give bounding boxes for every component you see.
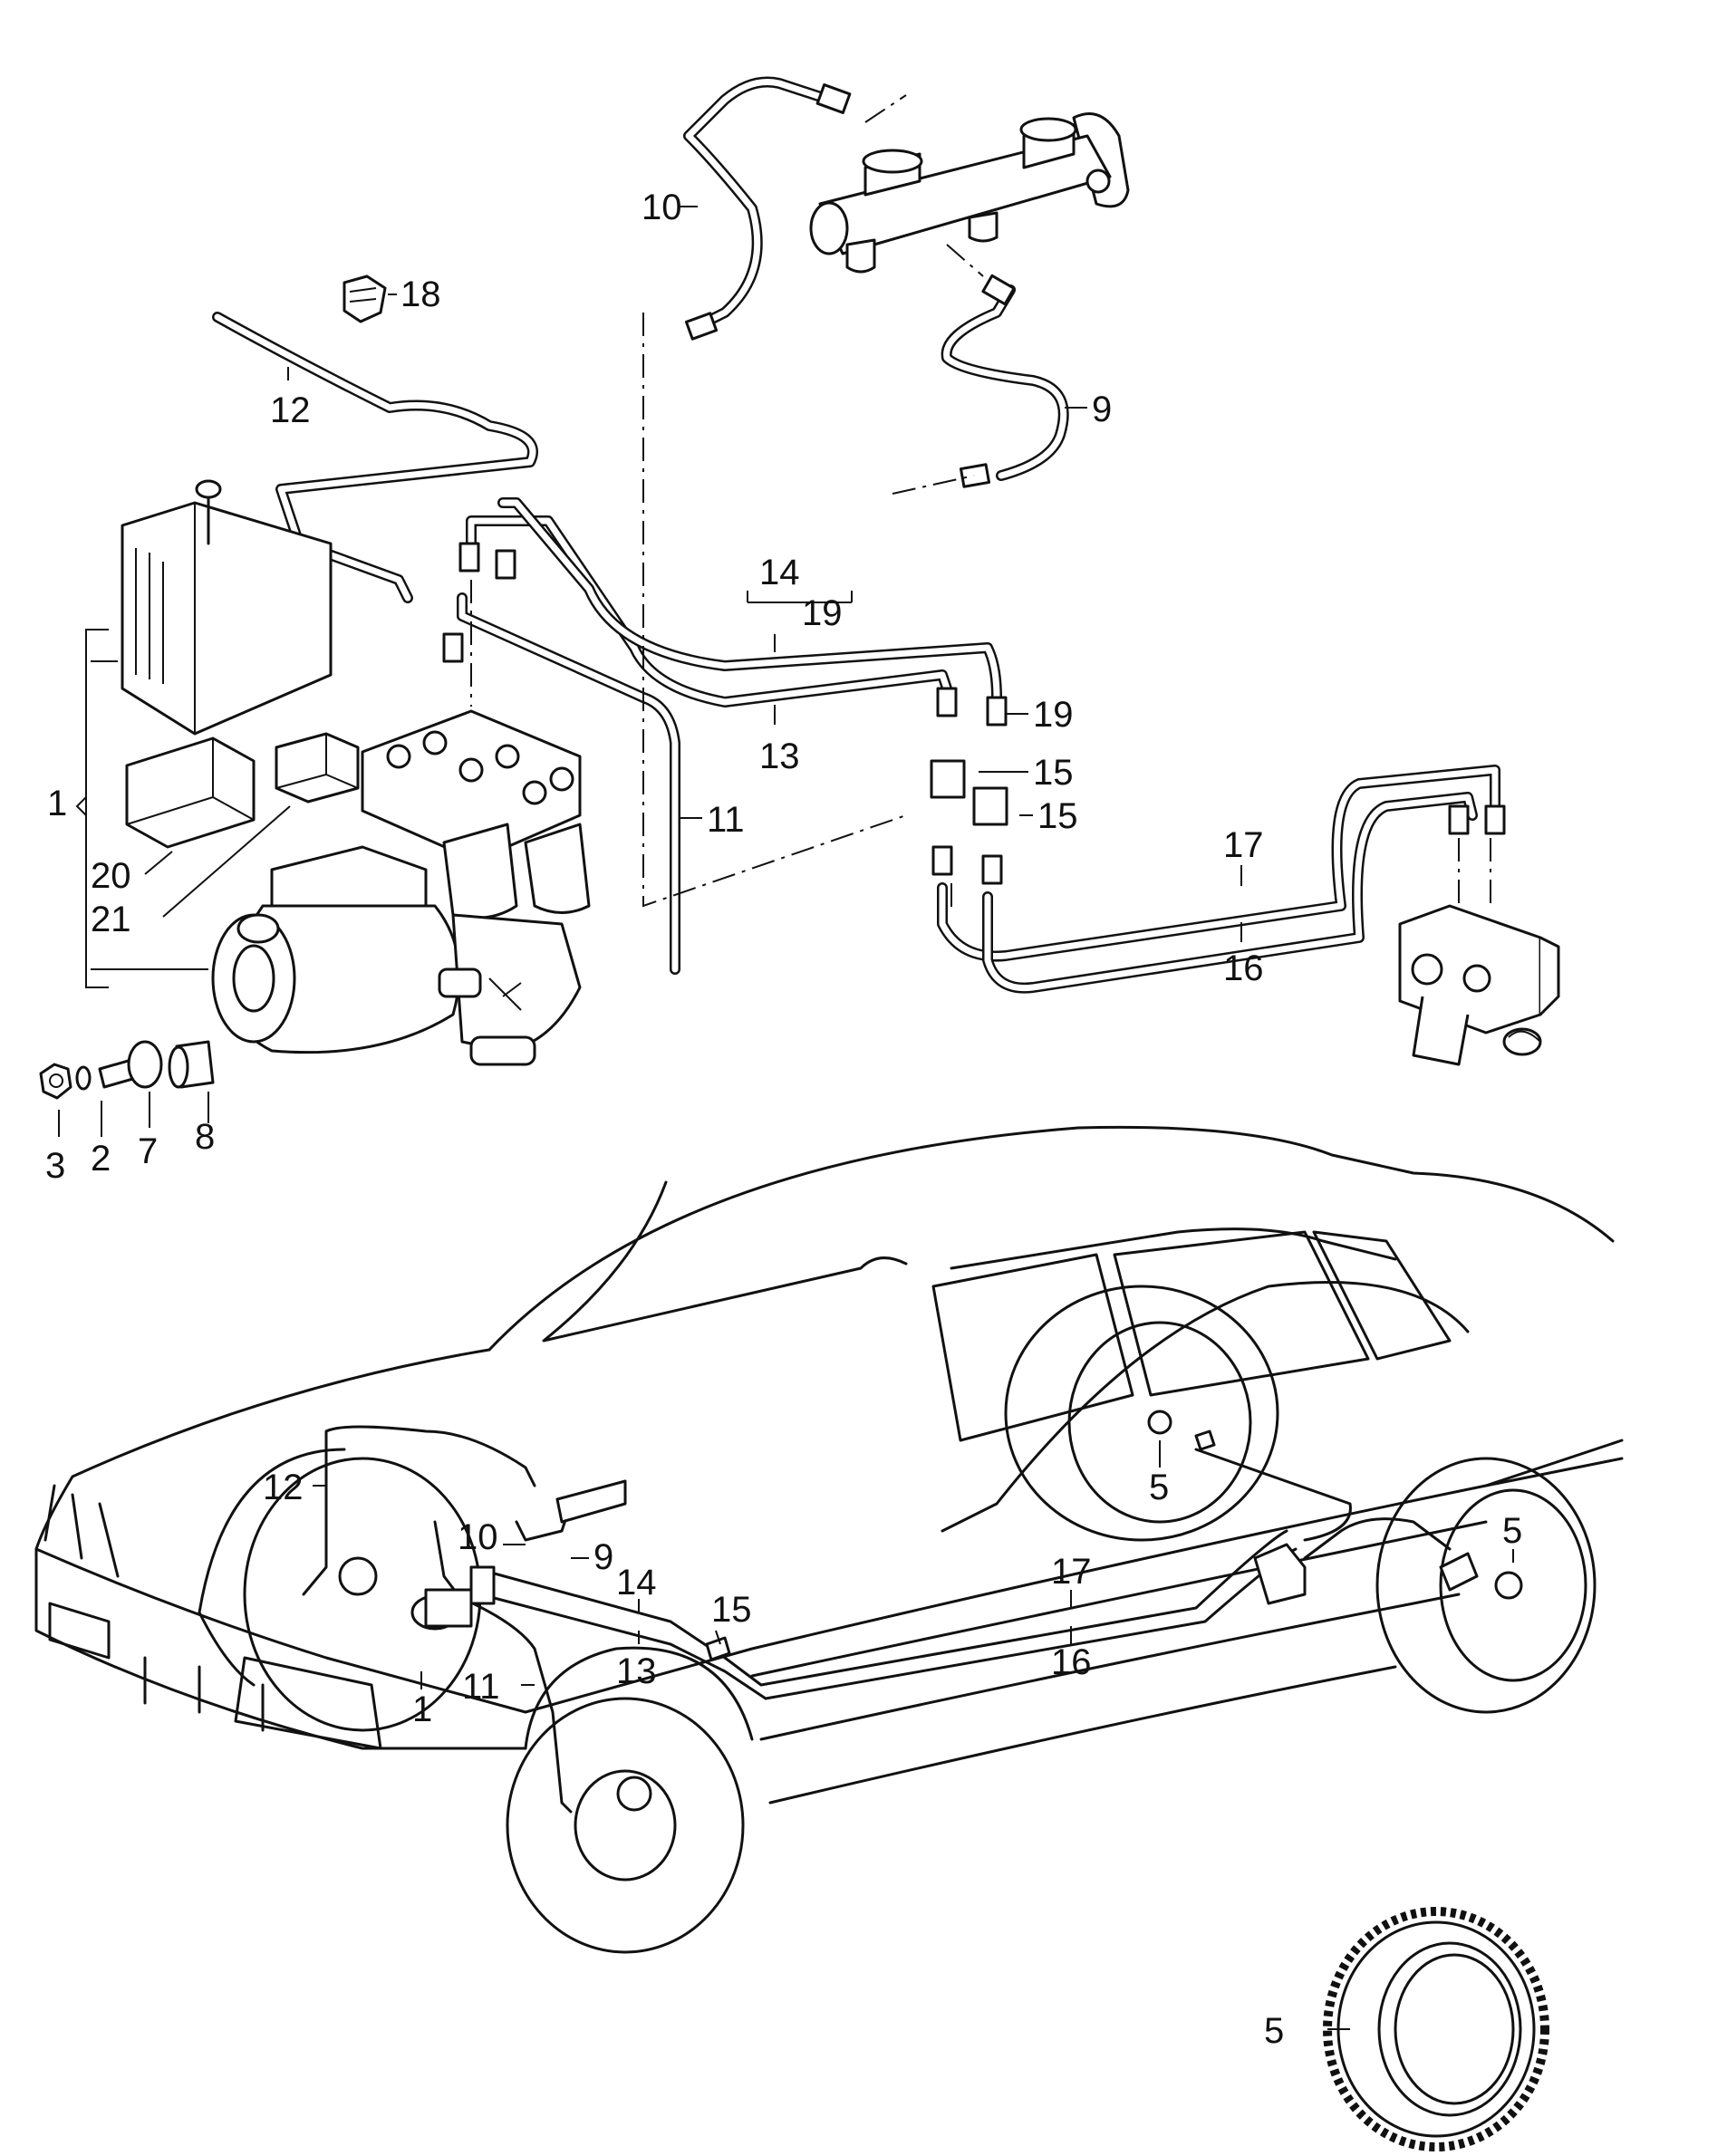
label-5-ring: 5 (1264, 2011, 1284, 2051)
car-body-outline (34, 1125, 1624, 1954)
label-14: 14 (759, 553, 800, 592)
label-8: 8 (195, 1117, 215, 1157)
abs-cover (121, 479, 333, 736)
car-label-9: 9 (593, 1537, 613, 1577)
car-brake-lines (302, 1410, 1523, 1814)
car-label-14: 14 (616, 1563, 657, 1603)
label-2: 2 (91, 1139, 111, 1179)
leader-lines (58, 206, 1514, 2030)
label-12: 12 (270, 390, 311, 430)
car-label-15: 15 (711, 1590, 752, 1630)
car-label-17: 17 (1051, 1552, 1092, 1592)
relay-20 (125, 736, 256, 849)
car-label-10: 10 (458, 1517, 498, 1557)
label-15-a: 15 (1033, 753, 1074, 793)
label-3: 3 (45, 1146, 65, 1186)
label-7: 7 (138, 1131, 158, 1171)
label-15-b: 15 (1037, 796, 1078, 836)
relay-21 (275, 732, 360, 804)
car-label-5-rear: 5 (1502, 1511, 1522, 1551)
label-17: 17 (1223, 825, 1264, 865)
label-10: 10 (642, 188, 682, 227)
brake-pressure-regulator (1398, 904, 1560, 1066)
label-18: 18 (400, 274, 441, 314)
label-19-top: 19 (802, 593, 843, 633)
abs-hydraulic-unit (211, 709, 591, 1066)
line-clip (343, 274, 387, 323)
label-13: 13 (759, 736, 800, 776)
car-label-12: 12 (263, 1468, 304, 1507)
small-hardware (39, 1040, 215, 1100)
wheel-speed-sensor-ring (1323, 1907, 1549, 2151)
label-16: 16 (1223, 948, 1264, 988)
bracket-line-1 (75, 629, 208, 988)
label-9: 9 (1092, 390, 1112, 429)
car-label-16: 16 (1051, 1642, 1092, 1682)
master-cylinder (809, 112, 1130, 274)
label-1: 1 (47, 784, 67, 823)
car-label-11: 11 (462, 1667, 500, 1707)
label-20: 20 (91, 856, 131, 896)
car-label-5-mid: 5 (1149, 1468, 1169, 1507)
part-labels: 18 12 10 9 11 14 19 13 19 15 15 17 16 1 … (45, 188, 1522, 2051)
label-21: 21 (91, 900, 131, 939)
label-11: 11 (707, 800, 745, 840)
label-19: 19 (1033, 695, 1074, 735)
brake-lines-upper (212, 76, 1506, 994)
car-label-1: 1 (412, 1689, 432, 1729)
car-label-13: 13 (616, 1651, 657, 1691)
